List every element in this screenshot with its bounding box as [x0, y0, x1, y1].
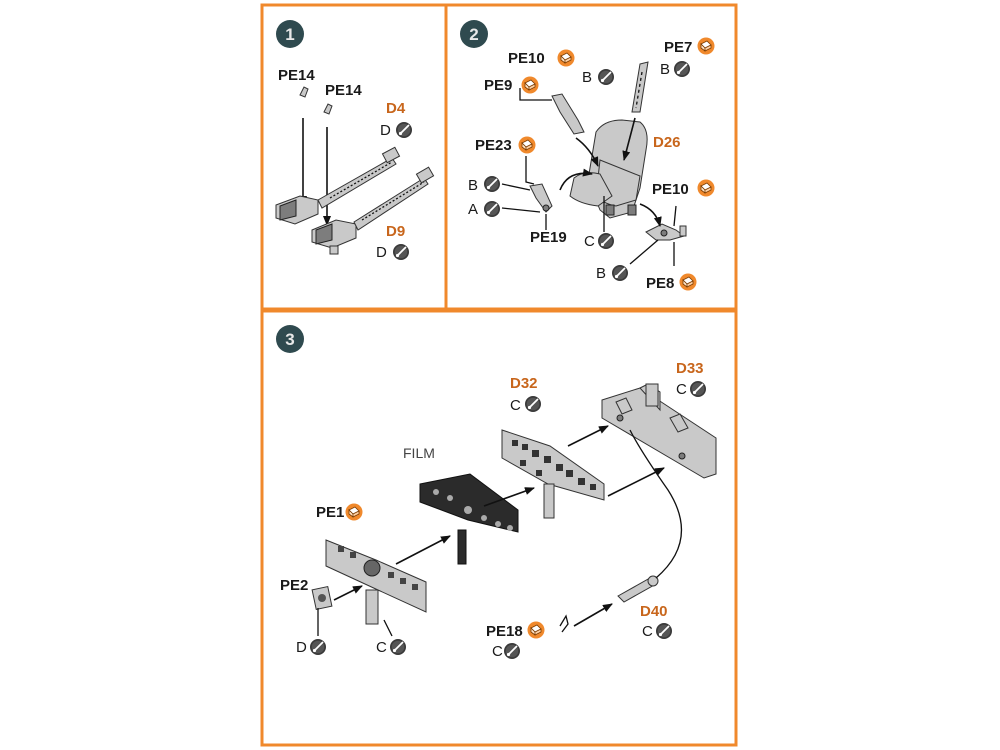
pe14-part-b	[323, 103, 333, 115]
label-d40-paint: C	[642, 623, 653, 640]
paint-symbol-icon	[597, 232, 615, 250]
paint-symbol-icon	[611, 264, 629, 282]
photo-etch-icon	[679, 273, 697, 291]
label-pe19: PE19	[530, 229, 567, 246]
step-3-illustration: D32 C D33 C FILM PE1 PE2 D C PE18 C D40 …	[280, 360, 717, 660]
label-pe10-right: PE10	[652, 181, 689, 198]
label-pe23: PE23	[475, 137, 512, 154]
paint-symbol-icon	[483, 175, 501, 193]
photo-etch-icon	[697, 37, 715, 55]
pe18-hook	[559, 614, 569, 633]
panel-pe1	[325, 539, 427, 625]
label-film: FILM	[403, 445, 435, 461]
label-pe2: PE2	[280, 577, 308, 594]
label-pe8: PE8	[646, 275, 674, 292]
label-d32: D32	[510, 375, 538, 392]
label-a-left: A	[468, 201, 478, 218]
photo-etch-icon	[521, 76, 539, 94]
label-b-left: B	[468, 177, 478, 194]
step-badge-3: 3	[276, 325, 304, 353]
photo-etch-icon	[345, 503, 363, 521]
label-pe9: PE9	[484, 77, 512, 94]
paint-symbol-icon	[389, 638, 407, 656]
label-c-seat: C	[584, 233, 595, 250]
paint-symbol-icon	[392, 243, 410, 261]
label-d32-paint: C	[510, 397, 521, 414]
pe8-pe10-mechanism	[645, 223, 687, 241]
panel-d32	[501, 429, 605, 519]
paint-symbol-icon	[524, 395, 542, 413]
label-b-top: B	[582, 69, 592, 86]
svg-text:3: 3	[285, 330, 294, 349]
gun-d9	[311, 166, 435, 255]
label-c-paint: C	[376, 639, 387, 656]
label-d9: D9	[386, 223, 405, 240]
label-d4-paint: D	[380, 122, 391, 139]
paint-symbol-icon	[395, 121, 413, 139]
label-pe14-a: PE14	[278, 67, 315, 84]
paint-symbol-icon	[483, 200, 501, 218]
paint-symbol-icon	[597, 68, 615, 86]
label-d26: D26	[653, 134, 681, 151]
label-pe14-b: PE14	[325, 82, 362, 99]
step-badge-2: 2	[460, 20, 488, 48]
label-pe7-paint: B	[660, 61, 670, 78]
label-d33-paint: C	[676, 381, 687, 398]
label-pe10-top: PE10	[508, 50, 545, 67]
step-badge-1: 1	[276, 20, 304, 48]
label-pe18-paint: C	[492, 643, 503, 660]
label-d9-paint: D	[376, 244, 387, 261]
label-b-bottom: B	[596, 265, 606, 282]
pe7-strap	[631, 61, 649, 113]
rod-d40	[617, 575, 659, 603]
photo-etch-icon	[518, 136, 536, 154]
seat-d26	[569, 119, 648, 219]
gun-d4	[275, 146, 401, 225]
coaming-d33	[601, 383, 717, 479]
photo-etch-icon	[697, 179, 715, 197]
photo-etch-icon	[527, 621, 545, 639]
step-2-panel	[444, 3, 738, 311]
photo-etch-icon	[557, 49, 575, 67]
svg-text:1: 1	[285, 25, 294, 44]
pe9-part	[551, 93, 585, 135]
step-2-illustration: PE10 PE9 B PE7 B PE23 D26 B A PE19 C PE1…	[468, 37, 715, 292]
label-pe1: PE1	[316, 504, 344, 521]
paint-symbol-icon	[309, 638, 327, 656]
label-d33: D33	[676, 360, 704, 377]
plate-pe2	[311, 585, 333, 611]
label-d40: D40	[640, 603, 668, 620]
label-pe7: PE7	[664, 39, 692, 56]
film-panel	[419, 473, 519, 565]
pe14-part-a	[299, 86, 309, 98]
label-d4: D4	[386, 100, 406, 117]
step-1-illustration: PE14 PE14 D4 D D9 D	[275, 67, 435, 261]
label-pe18: PE18	[486, 623, 523, 640]
step-3-panel	[260, 309, 738, 747]
paint-symbol-icon	[503, 642, 521, 660]
label-d-paint: D	[296, 639, 307, 656]
paint-symbol-icon	[655, 622, 673, 640]
paint-symbol-icon	[673, 60, 691, 78]
svg-text:2: 2	[469, 25, 478, 44]
step-1-panel	[260, 3, 448, 311]
pe19-lever	[529, 183, 553, 213]
paint-symbol-icon	[689, 380, 707, 398]
